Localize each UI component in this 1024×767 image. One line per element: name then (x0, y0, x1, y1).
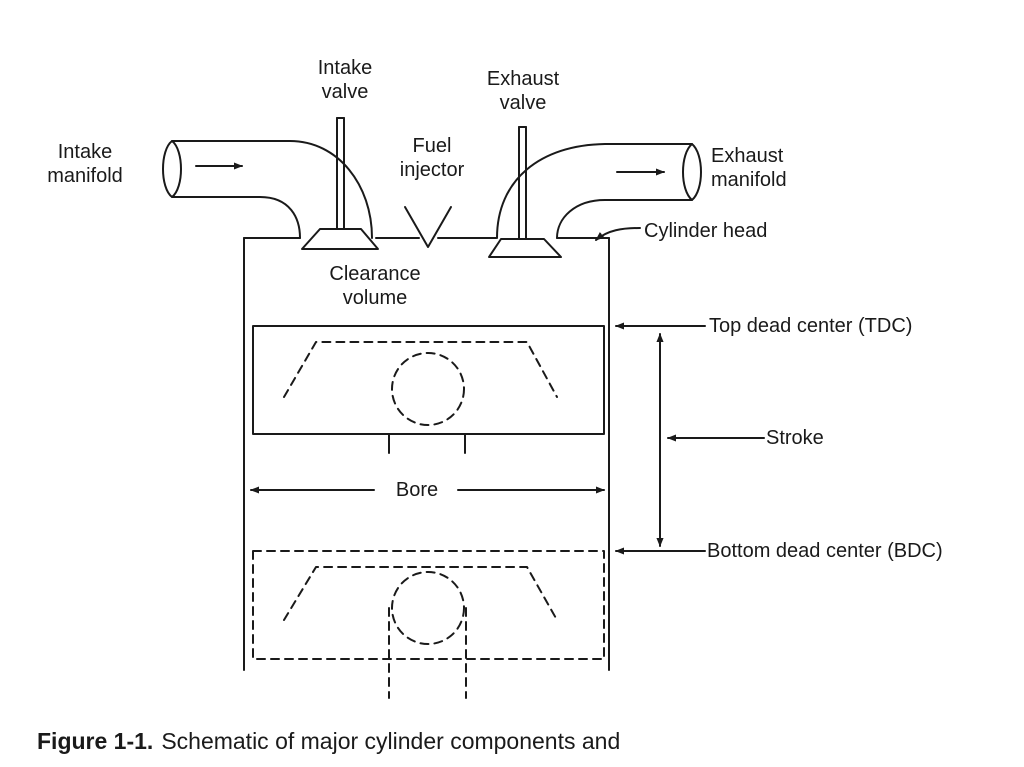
tdc-label: Top dead center (TDC) (709, 315, 913, 337)
figure-number: Figure 1-1. (37, 728, 154, 754)
cylinder-head-leader (595, 227, 641, 241)
bore-label: Bore (395, 479, 439, 501)
intake-valve (301, 117, 379, 250)
piston-tdc (252, 325, 605, 454)
exhaust-manifold (496, 143, 702, 239)
intake-manifold (162, 140, 373, 239)
bdc-label: Bottom dead center (BDC) (707, 540, 943, 562)
figure-caption: Figure 1-1. Schematic of major cylinder c… (37, 728, 620, 755)
piston-bdc (252, 550, 605, 699)
stroke-label: Stroke (766, 427, 824, 449)
fuel-injector (404, 206, 452, 248)
stroke-dimension (656, 333, 765, 547)
caption-text: Schematic of major cylinder components a… (161, 728, 621, 754)
cylinder-head-label: Cylinder head (644, 220, 768, 242)
exhaust-valve (488, 126, 562, 258)
cylinder-walls (243, 237, 610, 671)
